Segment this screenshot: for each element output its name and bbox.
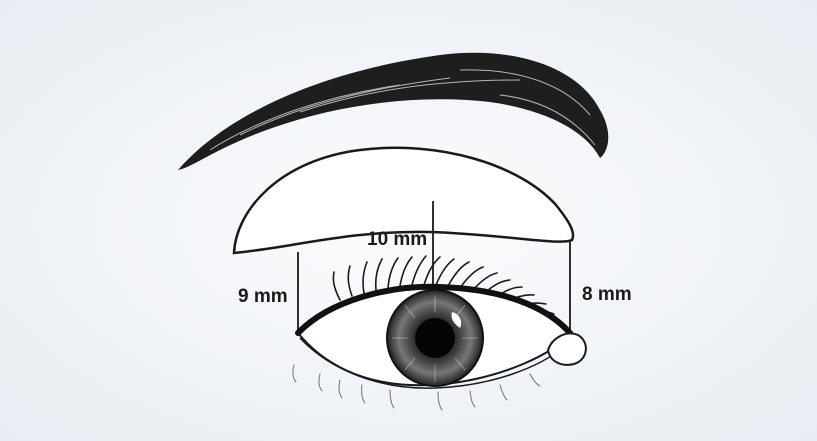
- center-height-label: 10 mm: [367, 229, 427, 251]
- left-height-label: 9 mm: [238, 286, 288, 308]
- iris: [387, 290, 483, 386]
- right-height-label: 8 mm: [582, 284, 632, 306]
- pupil: [415, 318, 455, 358]
